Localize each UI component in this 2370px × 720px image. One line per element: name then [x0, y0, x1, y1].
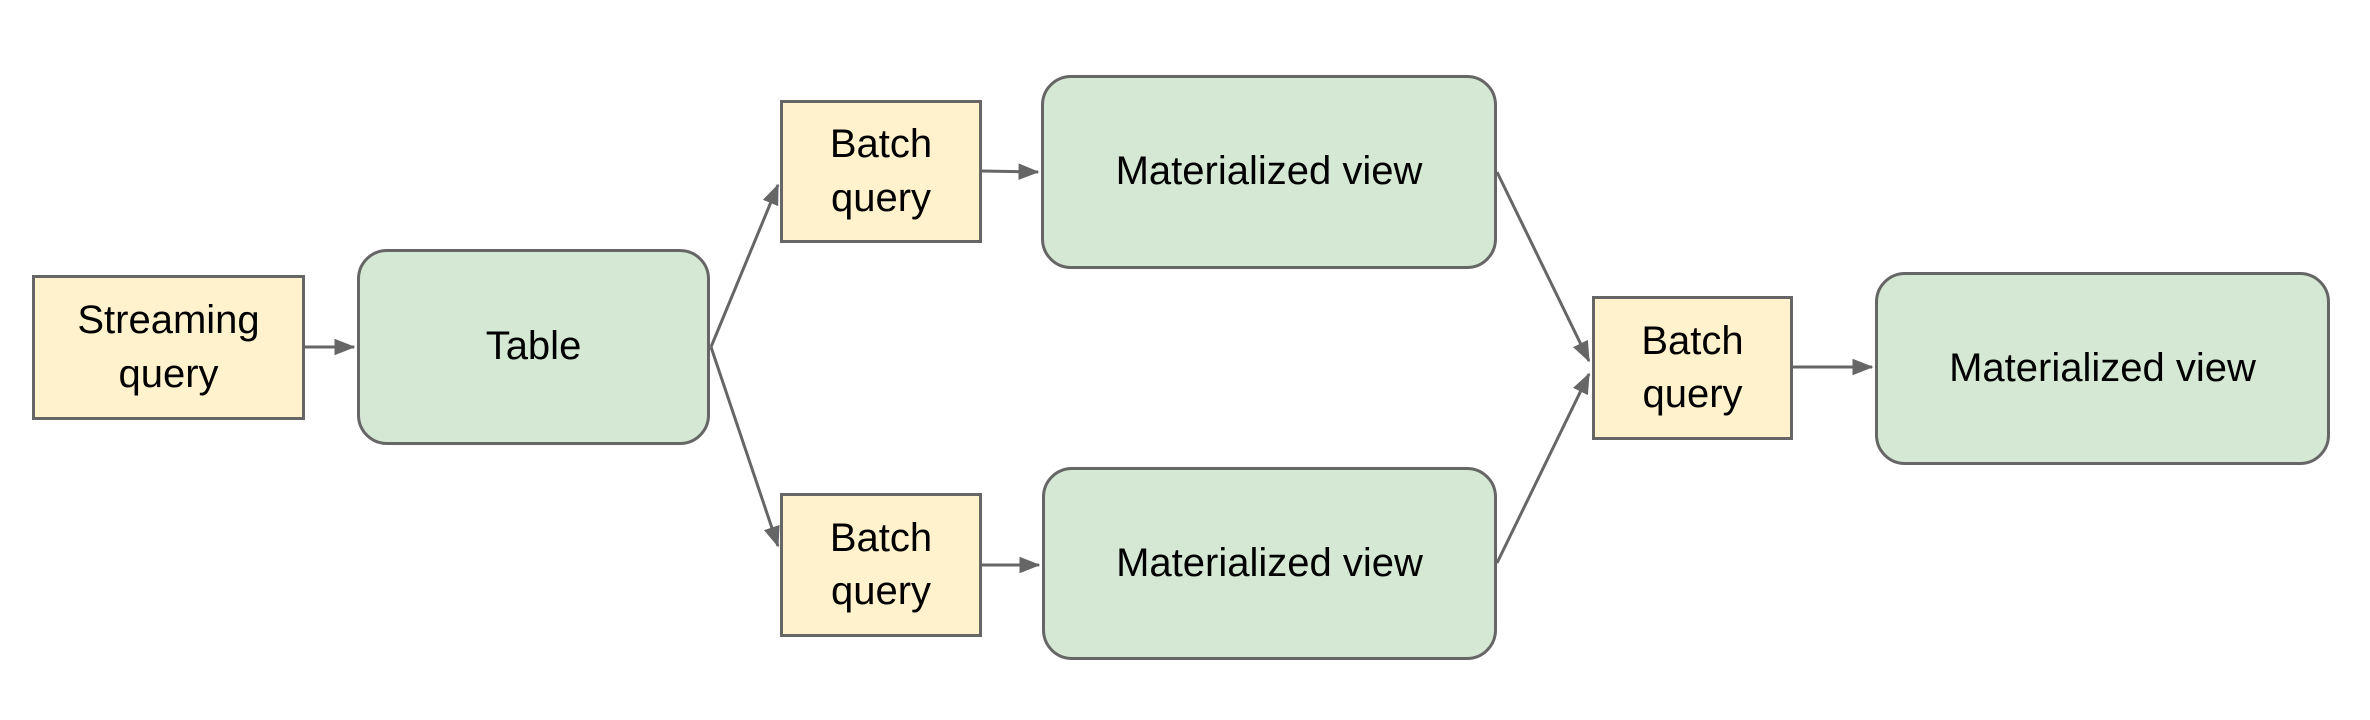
node-batch-query-final: Batch query	[1592, 296, 1793, 440]
node-materialized-view-top: Materialized view	[1041, 75, 1497, 269]
node-label: Materialized view	[1115, 149, 1423, 194]
edge-batch-top-to-mv-top	[981, 163, 1040, 180]
node-label: Batch query	[1641, 318, 1744, 416]
node-label: Streaming query	[77, 298, 260, 396]
node-materialized-view-final: Materialized view	[1875, 272, 2330, 465]
edge-mv-bottom-to-batch-final	[1495, 372, 1591, 564]
node-materialized-view-bottom: Materialized view	[1042, 467, 1497, 660]
node-label: Batch query	[829, 122, 933, 220]
node-table: Table	[357, 249, 710, 445]
node-batch-query-bottom: Batch query	[780, 493, 982, 637]
node-label: Materialized view	[1116, 540, 1423, 585]
node-label: Table	[485, 324, 582, 369]
node-label: Batch query	[829, 515, 933, 613]
edge-table-to-batch-bottom	[709, 346, 780, 548]
edge-mv-top-to-batch-final	[1495, 171, 1591, 363]
node-batch-query-top: Batch query	[780, 100, 982, 243]
node-streaming-query: Streaming query	[32, 275, 305, 420]
node-label: Materialized view	[1949, 345, 2256, 390]
edge-table-to-batch-top	[709, 183, 780, 348]
